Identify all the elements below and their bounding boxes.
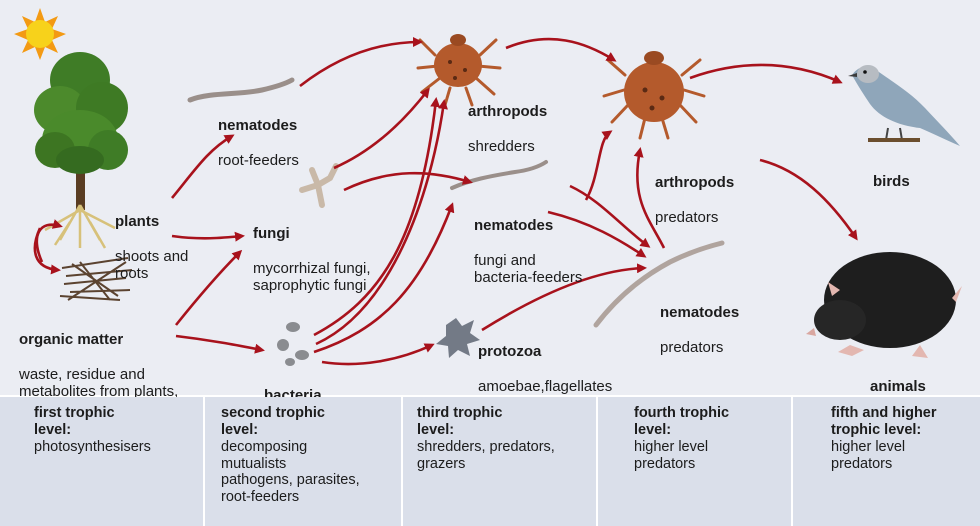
level-2-detail: decomposing mutualists pathogens, parasi…: [221, 439, 401, 505]
birds-name: birds: [873, 173, 910, 191]
arrow-arthropods-to-arthropods: [506, 39, 614, 60]
nematodes-predators-detail: predators: [660, 339, 739, 357]
label-plants: plants shoots and roots: [115, 195, 188, 300]
level-5-detail: higher level predators: [831, 439, 980, 472]
fungi-detail: mycorrhizal fungi, saprophytic fungi: [253, 260, 371, 295]
level-3-title: third trophic level:: [417, 405, 596, 439]
level-4-detail: higher level predators: [634, 439, 791, 472]
level-4-title: fourth trophic level:: [634, 405, 791, 439]
label-nematodes-fungi-feeders: nematodes fungi and bacteria-feeders: [474, 199, 582, 304]
sun-icon: [14, 8, 66, 60]
label-nematodes-predators: nematodes predators: [660, 286, 739, 374]
nematodes-root-detail: root-feeders: [218, 152, 299, 170]
organic-matter-name: organic matter: [19, 331, 178, 349]
trophic-level-4: fourth trophic level: higher level preda…: [598, 397, 791, 526]
arrow-bacteria-to-protozoa: [322, 345, 432, 364]
plants-detail: shoots and roots: [115, 248, 188, 283]
arthropods-shredders-detail: shredders: [468, 138, 547, 156]
nematodes-predators-name: nematodes: [660, 304, 739, 322]
nematodes-root-name: nematodes: [218, 117, 299, 135]
level-2-title: second trophic level:: [221, 405, 401, 439]
trophic-level-2: second trophic level: decomposing mutual…: [205, 397, 401, 526]
bacteria-icon: [277, 322, 309, 366]
protozoa-icon: [436, 318, 480, 358]
trophic-level-5: fifth and higher trophic level: higher l…: [793, 397, 980, 526]
nematode-root-feeder-icon: [190, 80, 292, 100]
plants-name: plants: [115, 213, 188, 231]
nematodes-fungi-detail: fungi and bacteria-feeders: [474, 252, 582, 287]
fungi-icon: [302, 166, 336, 205]
food-web-diagram: plants shoots and roots organic matter w…: [0, 0, 980, 395]
arthropods-predators-detail: predators: [655, 209, 734, 227]
arrow-arthropods-to-birds: [690, 65, 840, 82]
animals-name: animals: [870, 378, 926, 396]
trophic-level-3: third trophic level: shredders, predator…: [403, 397, 596, 526]
arrow-organic-to-bacteria: [176, 336, 262, 350]
level-3-detail: shredders, predators, grazers: [417, 439, 596, 472]
level-1-title: first trophic level:: [34, 405, 203, 439]
plant-icon: [34, 52, 128, 248]
arthropods-predators-name: arthropods: [655, 174, 734, 192]
label-nematodes-root-feeders: nematodes root-feeders: [218, 99, 299, 187]
label-fungi: fungi mycorrhizal fungi, saprophytic fun…: [253, 207, 371, 312]
arthropod-predator-icon: [604, 51, 704, 138]
fungi-name: fungi: [253, 225, 371, 243]
label-birds: birds: [873, 155, 910, 208]
protozoa-name: protozoa: [478, 343, 612, 361]
arrow-arthropods-to-animals: [760, 160, 856, 238]
arrow-fungi-to-arthropods: [334, 90, 428, 168]
label-arthropods-predators: arthropods predators: [655, 156, 734, 244]
trophic-level-1: first trophic level: photosynthesisers: [0, 397, 203, 526]
trophic-levels: first trophic level: photosynthesisers s…: [0, 397, 980, 526]
level-1-detail: photosynthesisers: [34, 439, 203, 456]
arrow-nematodes-to-arthropods: [300, 42, 420, 86]
arthropods-shredders-name: arthropods: [468, 103, 547, 121]
nematodes-fungi-name: nematodes: [474, 217, 582, 235]
label-arthropods-shredders: arthropods shredders: [468, 85, 547, 173]
mole-icon: [806, 252, 962, 358]
level-5-title: fifth and higher trophic level:: [831, 405, 980, 439]
arrow-nematodes-fungi-to-arthropods: [586, 132, 610, 200]
bird-icon: [848, 65, 960, 146]
